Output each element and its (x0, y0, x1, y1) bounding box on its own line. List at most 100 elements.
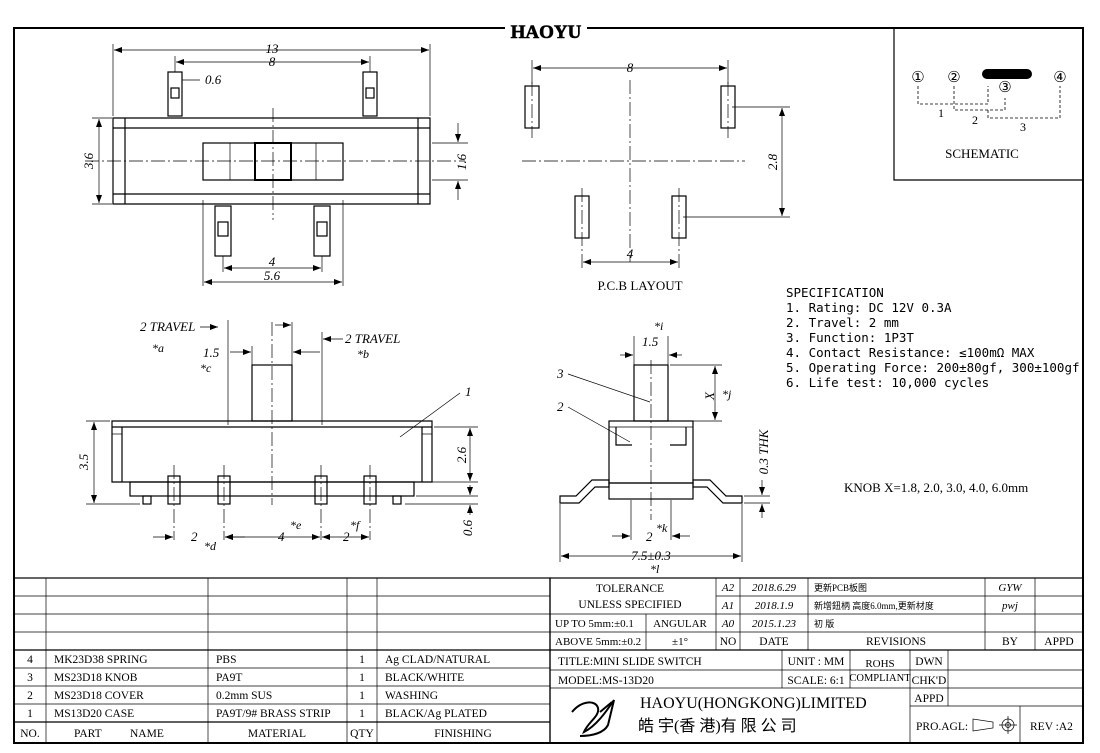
pcb-dim-28: 2.8 (765, 153, 780, 170)
company-logo-icon (571, 699, 615, 737)
front-dim-35: 3.5 (76, 453, 91, 471)
dim-13: 13 (266, 41, 280, 56)
side-dim-2: 2 (646, 529, 653, 544)
bom-qty: 1 (359, 672, 365, 684)
front-dim-2-right: 2 (343, 529, 350, 544)
side-dim-15: 1.5 (642, 334, 659, 349)
callout-2: 2 (557, 399, 564, 414)
rev-header-date: DATE (759, 636, 788, 648)
bom-material: PA9T (216, 672, 242, 684)
company-name-cn: 皓 宇(香 港)有 限 公 司 (638, 717, 797, 735)
bom-table: 4 MK23D38 SPRING PBS 1 Ag CLAD/NATURAL 3… (13, 577, 551, 744)
dim-36: 3.6 (81, 152, 96, 170)
unless-label: UNLESS SPECIFIED (578, 599, 681, 611)
schematic-label-3: 3 (1020, 120, 1026, 134)
dim-06: 0.6 (205, 72, 222, 87)
schematic-label-1: 1 (938, 106, 944, 120)
revision-label: REV :A2 (1030, 721, 1073, 733)
front-dim-2-left: 2 (191, 529, 198, 544)
schematic-pin-3: ③ (998, 80, 1011, 96)
note-i: *i (654, 319, 663, 333)
bom-finishing: BLACK/WHITE (385, 672, 464, 684)
compliant-label: COMPLIANT (849, 673, 911, 684)
bom-material: 0.2mm SUS (216, 690, 272, 702)
rev-no: A1 (721, 600, 734, 612)
note-k: *k (656, 521, 668, 535)
company-name-en: HAOYU(HONGKONG)LIMITED (640, 695, 867, 712)
side-dim-03-thk: 0.3 THK (756, 428, 771, 474)
schematic-label-2: 2 (972, 113, 978, 127)
top-view: 13 8 0.6 3.6 (81, 41, 469, 286)
brand-text: HAOYU (511, 22, 582, 43)
bom-finishing: BLACK/Ag PLATED (385, 708, 487, 720)
side-view: *i 1.5 X *j 3 2 0.3 THK (556, 319, 771, 576)
schematic-pin-2: ② (947, 70, 960, 86)
bom-header-part: PART (74, 728, 102, 740)
spec-title: SPECIFICATION (786, 285, 884, 300)
model-label: MODEL:MS-13D20 (558, 675, 654, 687)
bom-material: PA9T/9# BRASS STRIP (216, 708, 331, 720)
dim-4-top: 4 (269, 254, 276, 269)
bom-part: MS23D18 COVER (54, 690, 144, 702)
rev-no: A2 (721, 582, 735, 594)
pcb-dim-8: 8 (627, 60, 634, 75)
note-b: *b (357, 347, 369, 361)
front-dim-15: 1.5 (203, 345, 220, 360)
note-j: *j (722, 387, 732, 401)
spec-line: 4. Contact Resistance: ≤100mΩ MAX (786, 345, 1035, 360)
rev-date: 2015.1.23 (752, 618, 797, 630)
bom-no: 2 (27, 690, 33, 702)
spec-line: 3. Function: 1P3T (786, 330, 914, 345)
tol-above: ABOVE 5mm:±0.2 (555, 636, 641, 648)
bom-part: MK23D38 SPRING (54, 654, 148, 666)
knob-sizes: KNOB X=1.8, 2.0, 3.0, 4.0, 6.0mm (844, 480, 1028, 495)
side-dim-x: X (702, 391, 717, 401)
travel-right-label: 2 TRAVEL (345, 331, 400, 346)
schematic-pin-4: ④ (1053, 70, 1066, 86)
pcb-title: P.C.B LAYOUT (597, 278, 682, 293)
schematic-pin-1: ① (911, 70, 924, 86)
front-view: 2 TRAVEL 2 TRAVEL *a *b 1.5 *c (76, 319, 478, 553)
bom-no: 4 (27, 654, 33, 666)
front-dim-06: 0.6 (460, 519, 475, 536)
bom-header-finishing: FINISHING (434, 728, 492, 740)
tol-upto: UP TO 5mm:±0.1 (555, 618, 634, 630)
rev-date: 2018.6.29 (752, 582, 797, 594)
callout-1: 1 (465, 384, 472, 399)
callout-3: 3 (556, 366, 564, 381)
bom-header-qty: QTY (350, 728, 374, 740)
bom-header-name: NAME (130, 728, 164, 740)
bom-part: MS13D20 CASE (54, 708, 134, 720)
bom-header-no: NO. (20, 728, 40, 740)
dim-16: 1.6 (454, 153, 469, 170)
dim-8: 8 (269, 54, 276, 69)
brand-logo: HAOYU (505, 21, 587, 43)
spec-line: 6. Life test: 10,000 cycles (786, 375, 989, 390)
projection-label: PRO.AGL: (916, 721, 968, 733)
note-f: *f (350, 518, 361, 532)
note-e: *e (290, 518, 302, 532)
bom-qty: 1 (359, 654, 365, 666)
dim-56: 5.6 (264, 268, 281, 283)
scale-label: SCALE: 6:1 (787, 675, 844, 687)
rev-desc: 新增鈕柄 高度6.0mm,更新材度 (814, 600, 934, 611)
note-l: *l (650, 562, 660, 576)
rev-date: 2018.1.9 (755, 600, 794, 612)
rev-desc: 更新PCB板图 (814, 582, 867, 593)
tol-angular: ANGULAR (653, 618, 707, 630)
side-dim-75: 7.5±0.3 (631, 548, 671, 563)
projection-symbol-icon (972, 716, 1017, 734)
rev-desc: 初 版 (814, 618, 834, 629)
dwn-label: DWN (915, 656, 943, 668)
unit-label: UNIT : MM (788, 656, 845, 668)
rev-no: A0 (721, 618, 735, 630)
rev-header-revisions: REVISIONS (866, 636, 926, 648)
front-dim-4: 4 (278, 529, 285, 544)
rohs-label: ROHS (865, 658, 894, 670)
bom-qty: 1 (359, 690, 365, 702)
bom-material: PBS (216, 654, 236, 666)
travel-left-label: 2 TRAVEL (140, 319, 195, 334)
tol-angle: ±1° (672, 636, 688, 648)
pcb-dim-4: 4 (627, 246, 634, 261)
